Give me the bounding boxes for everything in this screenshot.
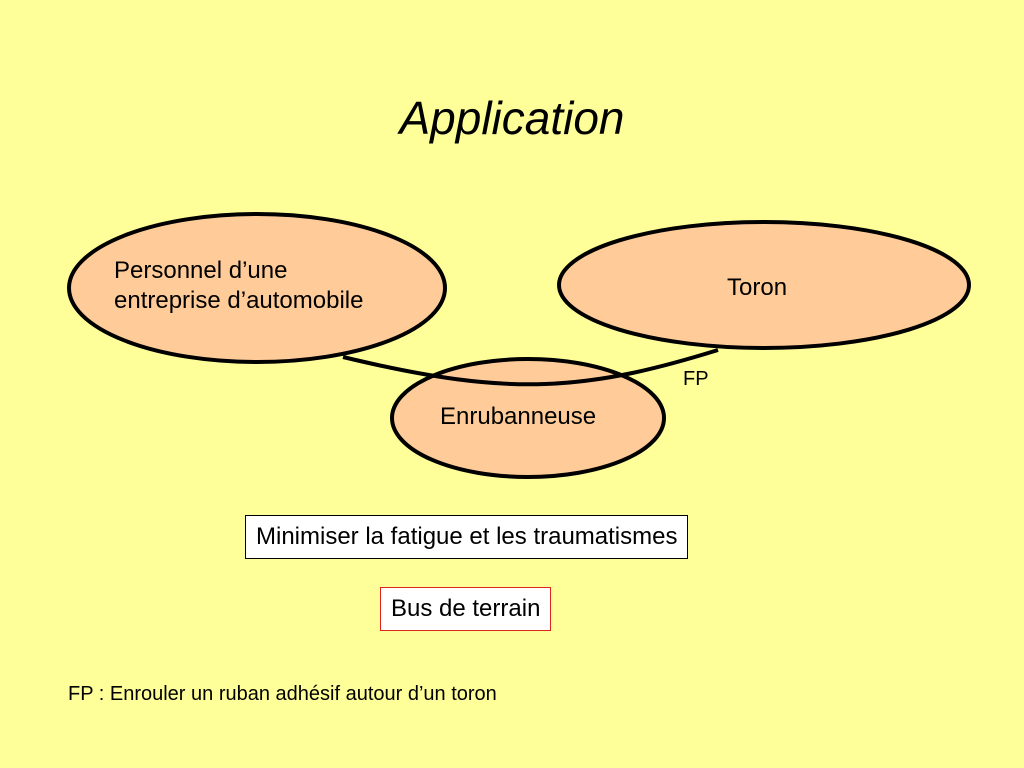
ellipse-personnel	[67, 212, 447, 364]
personnel-label-line2: entreprise d’automobile	[114, 287, 364, 314]
slide-title: Application	[399, 92, 625, 144]
footnote: FP : Enrouler un ruban adhésif autour d’…	[68, 683, 497, 705]
bus-de-terrain-box: Bus de terrain	[380, 587, 552, 631]
toron-label: Toron	[727, 274, 788, 301]
enrubanneuse-label: Enrubanneuse	[440, 403, 597, 430]
personnel-label: Personnel d’une entreprise d’automobile	[114, 256, 363, 316]
personnel-label-line1: Personnel d’une	[114, 257, 288, 284]
ellipse-enrubanneuse	[390, 357, 666, 479]
ellipse-toron	[557, 220, 971, 350]
fp-connector-line	[342, 348, 719, 387]
fp-label: FP	[683, 368, 709, 390]
constraint-box: Minimiser la fatigue et les traumatismes	[245, 515, 689, 559]
